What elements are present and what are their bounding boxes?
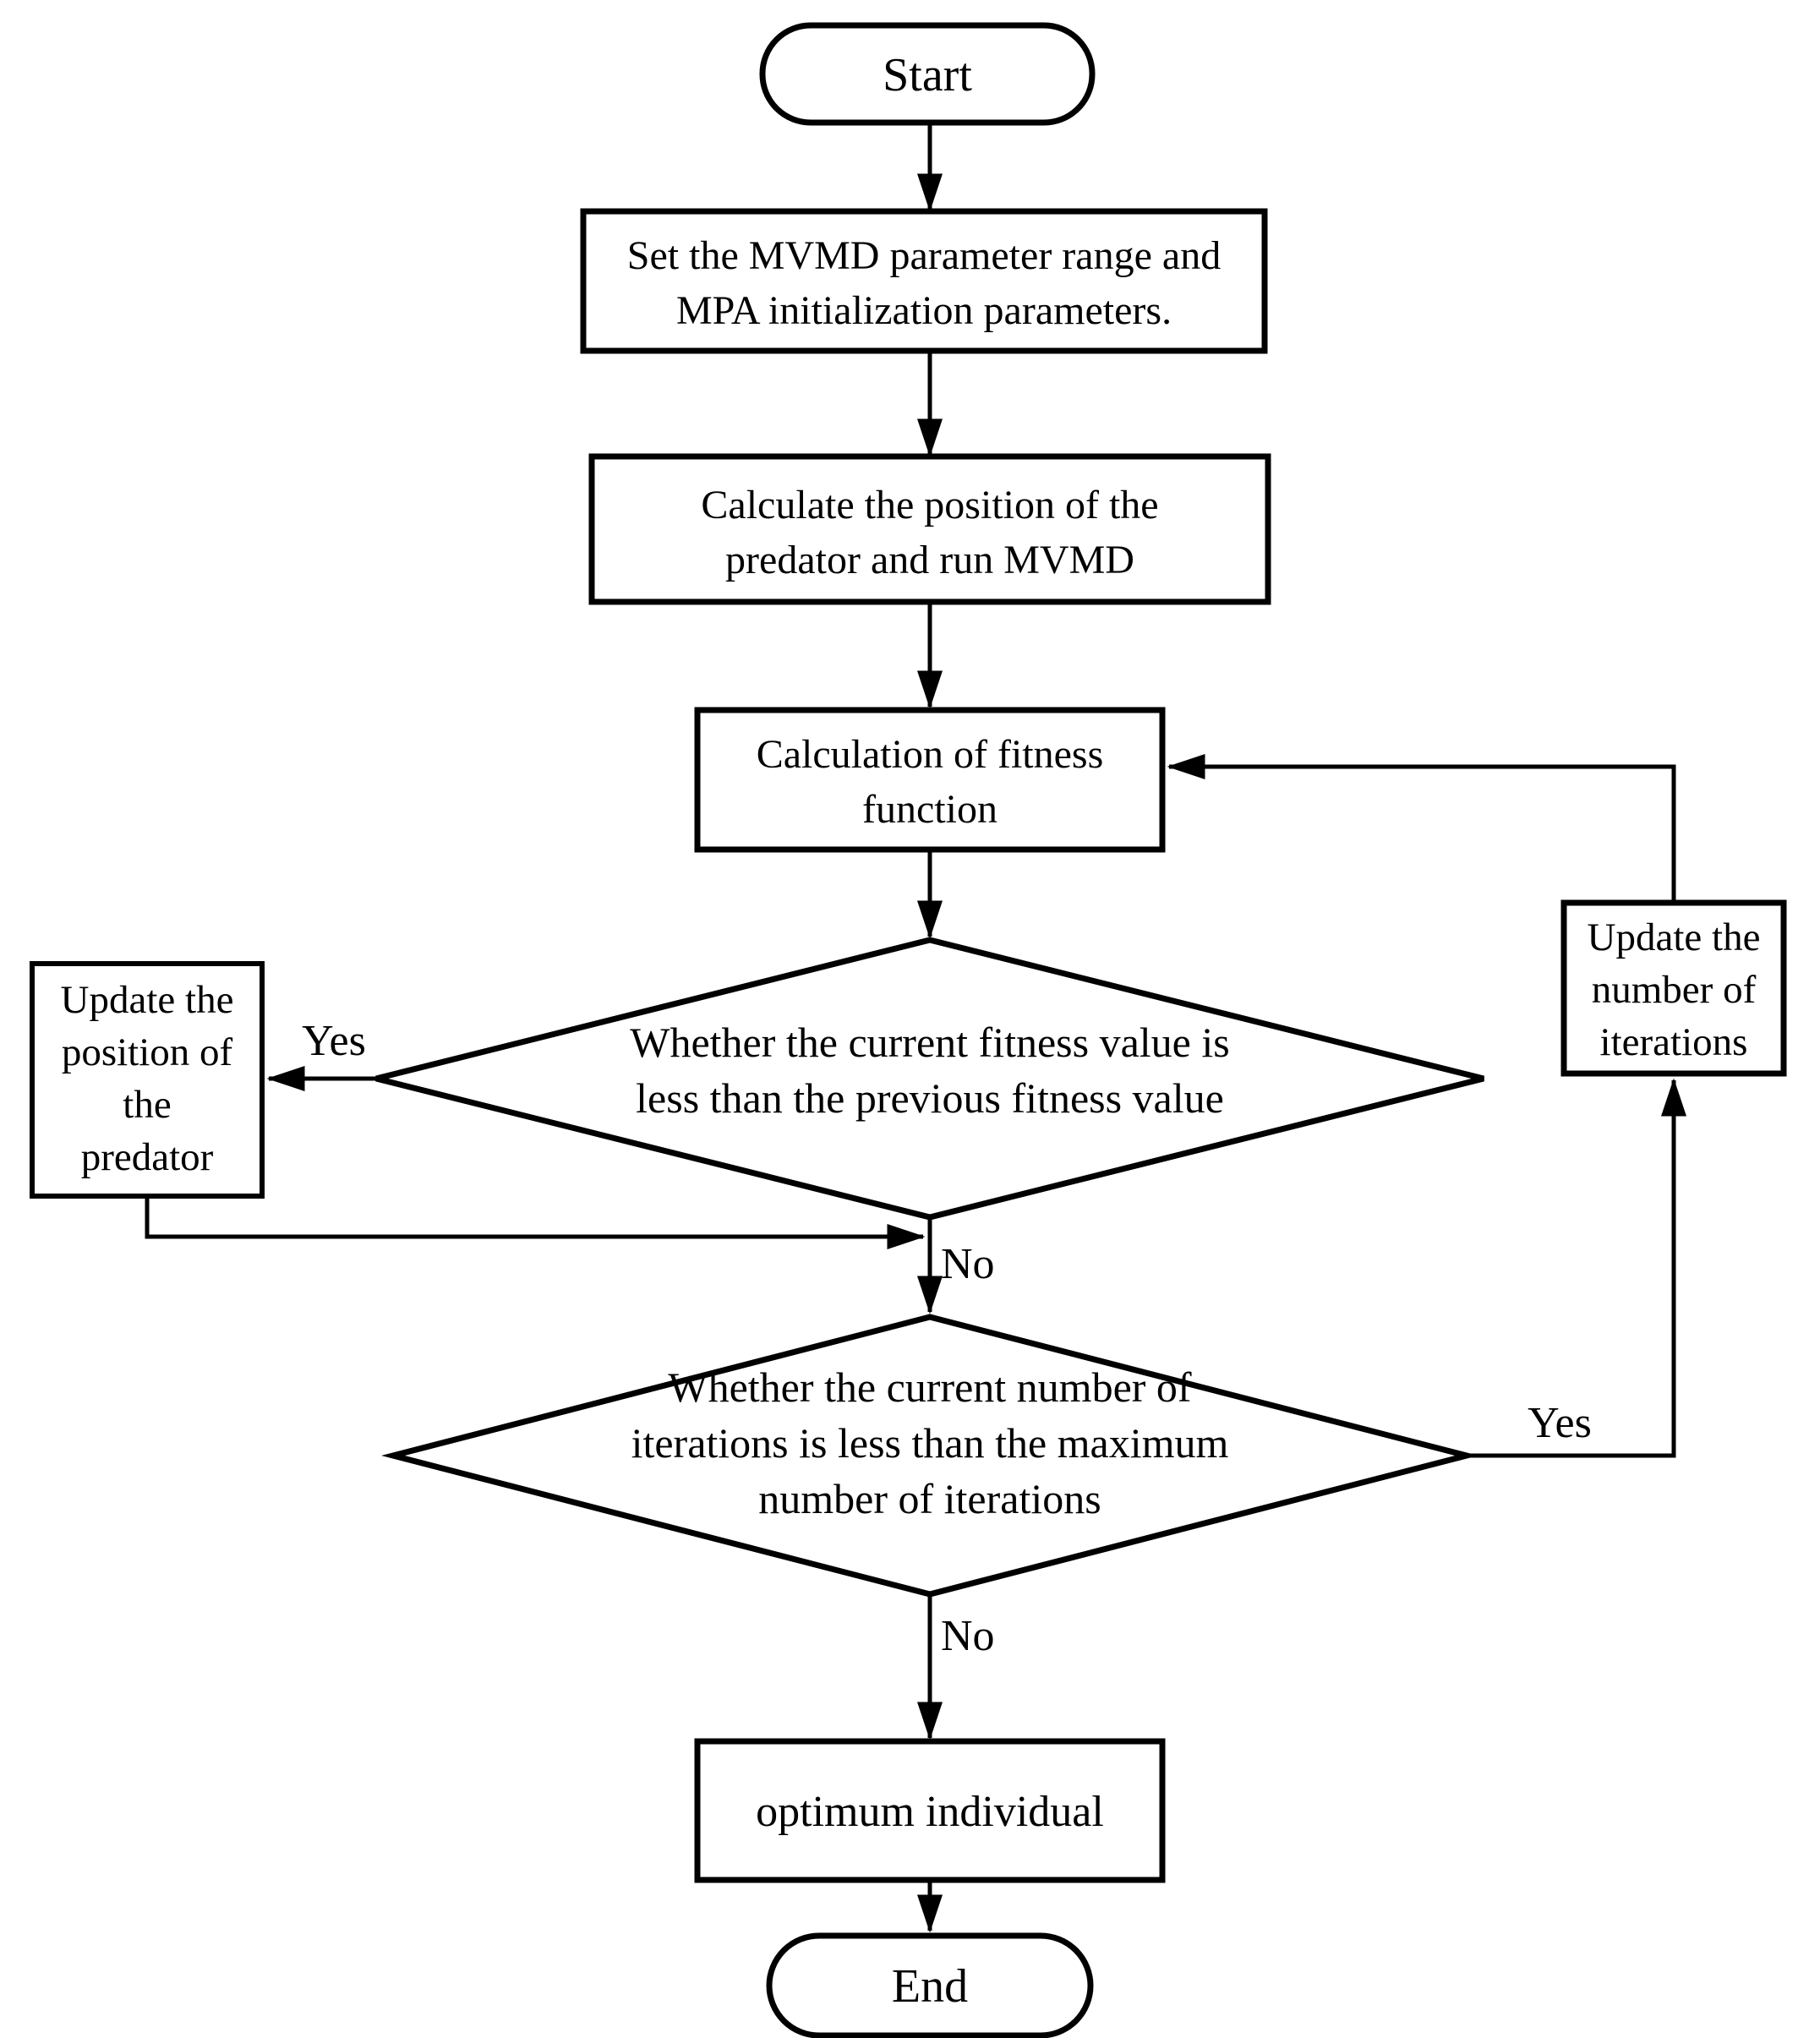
process-optimum-individual: optimum individual xyxy=(694,1738,1166,1883)
process-update-iterations-line2: number of xyxy=(1592,968,1757,1012)
decision-fitness-compare: Whether the current fitness value is les… xyxy=(375,937,1484,1221)
decision-iteration-count-line1: Whether the current number of xyxy=(668,1363,1192,1411)
terminator-end: End xyxy=(766,1932,1094,2038)
process-update-predator-line4: predator xyxy=(81,1135,214,1179)
label-yes-iterations: Yes xyxy=(1528,1399,1592,1447)
process-calc-fitness-line2: function xyxy=(862,787,997,832)
label-yes-fitness: Yes xyxy=(302,1017,366,1065)
edge-update-iterations-feedback xyxy=(1167,754,1676,903)
decision-iteration-count-line3: number of iterations xyxy=(758,1475,1101,1522)
decision-fitness-compare-shape xyxy=(375,937,1484,1221)
process-update-predator-position: Update the position of the predator xyxy=(30,961,265,1199)
terminator-end-shape xyxy=(766,1932,1094,2038)
process-update-iterations-line1: Update the xyxy=(1588,915,1761,959)
process-calc-position-line2: predator and run MVMD xyxy=(725,538,1134,582)
process-optimum-individual-shape xyxy=(694,1738,1166,1883)
process-update-iterations-line3: iterations xyxy=(1600,1020,1748,1064)
process-update-iteration-count: Update the number of iterations xyxy=(1560,899,1787,1077)
process-calc-position-line1: Calculate the position of the xyxy=(701,483,1158,527)
process-update-predator-position-shape xyxy=(30,961,265,1199)
decision-fitness-compare-line2: less than the previous fitness value xyxy=(636,1074,1224,1122)
edge-update-predator-return xyxy=(145,1196,926,1249)
process-calc-fitness-shape xyxy=(694,707,1166,853)
terminator-start-label: Start xyxy=(883,49,972,101)
process-set-params-line2: MPA initialization parameters. xyxy=(676,288,1172,333)
process-set-params-shape xyxy=(580,208,1268,354)
process-update-predator-line1: Update the xyxy=(61,978,234,1022)
label-no-fitness: No xyxy=(941,1240,995,1288)
process-calc-position-shape xyxy=(588,453,1271,605)
decision-iteration-count-line2: iterations is less than the maximum xyxy=(631,1419,1229,1467)
label-no-iterations: No xyxy=(941,1612,995,1660)
process-update-iteration-count-shape xyxy=(1560,899,1787,1077)
decision-iteration-count: Whether the current number of iterations… xyxy=(381,1314,1478,1598)
terminator-start: Start xyxy=(759,22,1096,126)
process-calc-fitness-line1: Calculation of fitness xyxy=(757,732,1104,777)
process-calc-fitness: Calculation of fitness function xyxy=(694,707,1166,853)
decision-iteration-count-shape xyxy=(381,1314,1478,1598)
process-optimum-individual-label: optimum individual xyxy=(756,1788,1104,1836)
terminator-end-label: End xyxy=(892,1960,968,2013)
process-calc-position: Calculate the position of the predator a… xyxy=(588,453,1271,605)
process-update-predator-line2: position of xyxy=(62,1030,233,1074)
process-set-params: Set the MVMD parameter range and MPA ini… xyxy=(580,208,1268,354)
terminator-start-shape xyxy=(759,22,1096,126)
process-set-params-line1: Set the MVMD parameter range and xyxy=(627,233,1221,278)
process-update-predator-line3: the xyxy=(123,1083,171,1127)
edge-decision-iterations-yes xyxy=(1467,1078,1686,1458)
decision-fitness-compare-line1: Whether the current fitness value is xyxy=(630,1019,1229,1066)
